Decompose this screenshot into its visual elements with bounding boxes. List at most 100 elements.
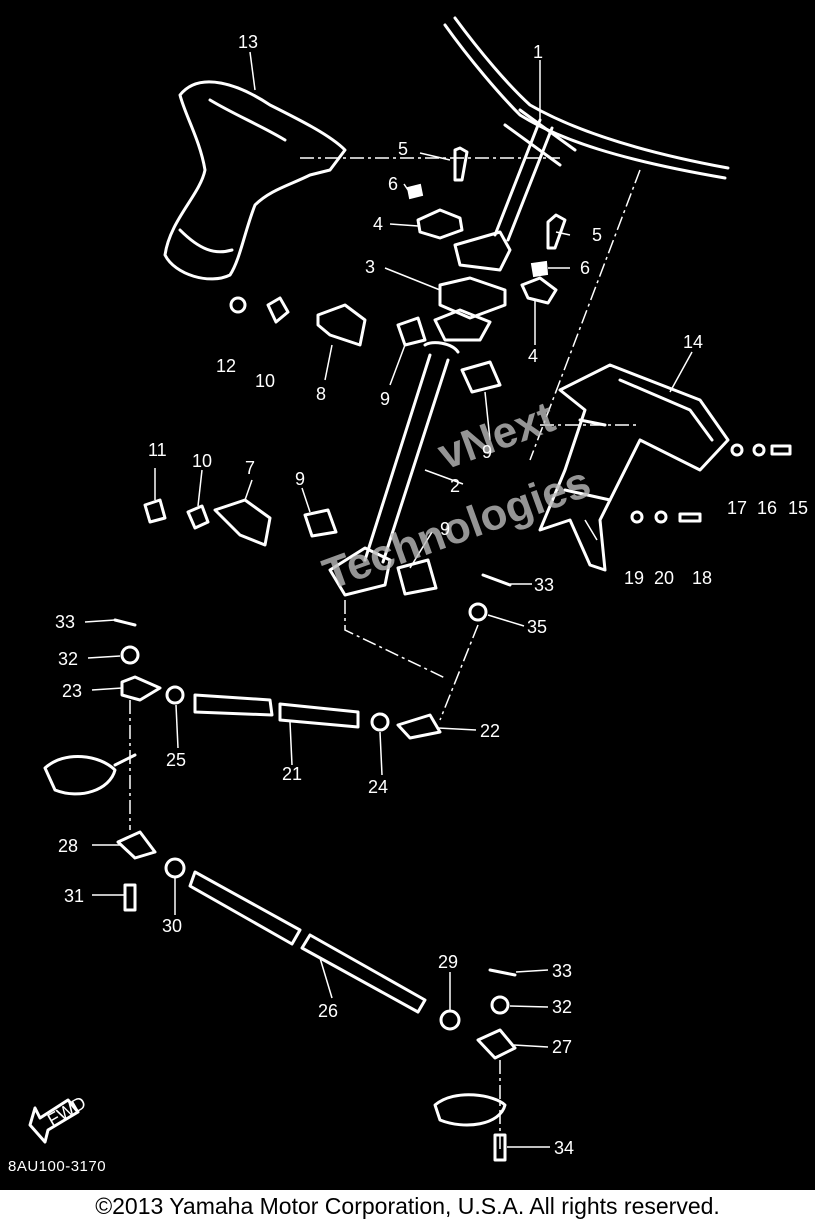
callout-6: 6: [388, 174, 398, 194]
callout-25: 25: [166, 750, 186, 770]
callout-33: 33: [534, 575, 554, 595]
callout-35: 35: [527, 617, 547, 637]
tie-rod-part: [193, 693, 274, 717]
callout-34: 34: [554, 1138, 574, 1158]
callout-9: 9: [482, 442, 492, 462]
watermark-line-1: vNext: [432, 392, 562, 479]
clamp-part: [453, 230, 512, 272]
bushing-part: [460, 360, 502, 394]
locknut-part: [165, 685, 185, 705]
bolt-part: [678, 512, 702, 523]
nut-part: [120, 645, 140, 665]
assembly-line: [439, 624, 479, 721]
callout-10: 10: [192, 451, 212, 471]
steering-arm-part: [113, 753, 137, 767]
callout-32: 32: [58, 649, 78, 669]
handle-cover-part: [163, 80, 347, 281]
diagram-drawing: FWD: [28, 16, 808, 1162]
tie-rod-part: [278, 702, 360, 729]
assembly-line: [344, 600, 446, 679]
callout-9: 9: [295, 469, 305, 489]
locknut-part: [370, 712, 390, 732]
clamp-part: [520, 276, 558, 305]
callout-16: 16: [757, 498, 777, 518]
steering-arm-part: [43, 755, 117, 796]
washer-part: [630, 510, 644, 524]
column-holder-part: [433, 308, 492, 342]
callout-24: 24: [368, 777, 388, 797]
bolt-part: [546, 213, 567, 250]
cotter-pin-part: [488, 968, 517, 977]
callout-8: 8: [316, 384, 326, 404]
bolt-part: [406, 146, 469, 200]
callout-15: 15: [788, 498, 808, 518]
callout-9: 9: [380, 389, 390, 409]
bushing-part: [396, 316, 427, 347]
clamp-part: [416, 208, 464, 240]
callout-4: 4: [373, 214, 383, 234]
washer-part: [730, 443, 744, 457]
callout-13: 13: [238, 32, 258, 52]
nut-part: [229, 296, 247, 314]
nut-part: [490, 995, 510, 1015]
callout-20: 20: [654, 568, 674, 588]
callout-19: 19: [624, 568, 644, 588]
locknut-part: [164, 857, 186, 879]
callout-1: 1: [533, 42, 543, 62]
bracket-part: [213, 498, 272, 547]
callout-17: 17: [727, 498, 747, 518]
callout-5: 5: [398, 139, 408, 159]
callout-32: 32: [552, 997, 572, 1017]
nut-part: [530, 260, 549, 278]
bushing-part: [396, 558, 438, 596]
diagram-code: 8AU100-3170: [8, 1158, 107, 1175]
bolt-part: [123, 883, 137, 912]
callout-31: 31: [64, 886, 84, 906]
bolt-part: [770, 444, 792, 456]
copyright-notice: ©2013 Yamaha Motor Corporation, U.S.A. A…: [95, 1193, 720, 1219]
callout-4: 4: [528, 346, 538, 366]
fwd-label: FWD: [44, 1092, 89, 1130]
tie-rod-part: [188, 870, 302, 946]
steering-arm-part: [433, 1093, 507, 1127]
callout-30: 30: [162, 916, 182, 936]
tie-rod-end-part: [476, 1028, 517, 1060]
tie-rod-end-part: [120, 675, 162, 702]
bolt-part: [143, 498, 167, 524]
leader-lines: [84, 51, 693, 1148]
fwd-arrow-icon: FWD: [28, 1092, 89, 1144]
callout-33: 33: [55, 612, 75, 632]
assembly-line: [529, 169, 641, 461]
callout-5: 5: [592, 225, 602, 245]
column-holder-part: [438, 276, 507, 320]
tie-rod-part: [300, 933, 427, 1014]
callout-28: 28: [58, 836, 78, 856]
callout-6: 6: [580, 258, 590, 278]
collar-part: [266, 296, 290, 324]
callout-33: 33: [552, 961, 572, 981]
collar-part: [186, 504, 210, 530]
callout-14: 14: [683, 332, 703, 352]
callout-numbers: 13 1 5 6 4 3 5 6 4 14 12 10 8 9 9 2 11 1…: [55, 32, 808, 1158]
callout-22: 22: [480, 721, 500, 741]
callout-11: 11: [148, 440, 167, 460]
bolt-part: [493, 1133, 507, 1162]
callout-21: 21: [282, 764, 302, 784]
callout-10: 10: [255, 371, 275, 391]
callout-2: 2: [450, 476, 460, 496]
washer-part: [752, 443, 766, 457]
handlebar-part: [443, 16, 730, 242]
callout-7: 7: [245, 458, 255, 478]
washer-part: [654, 510, 668, 524]
tie-rod-end-part: [396, 713, 442, 740]
column-cover-part: [538, 363, 730, 572]
bushing-part: [303, 508, 338, 538]
cotter-pin-part: [113, 618, 137, 627]
callout-12: 12: [216, 356, 236, 376]
bracket-part: [316, 303, 367, 347]
locknut-part: [439, 1009, 461, 1031]
callout-23: 23: [62, 681, 82, 701]
callout-29: 29: [438, 952, 458, 972]
callout-27: 27: [552, 1037, 572, 1057]
steering-column-part: [328, 341, 460, 597]
